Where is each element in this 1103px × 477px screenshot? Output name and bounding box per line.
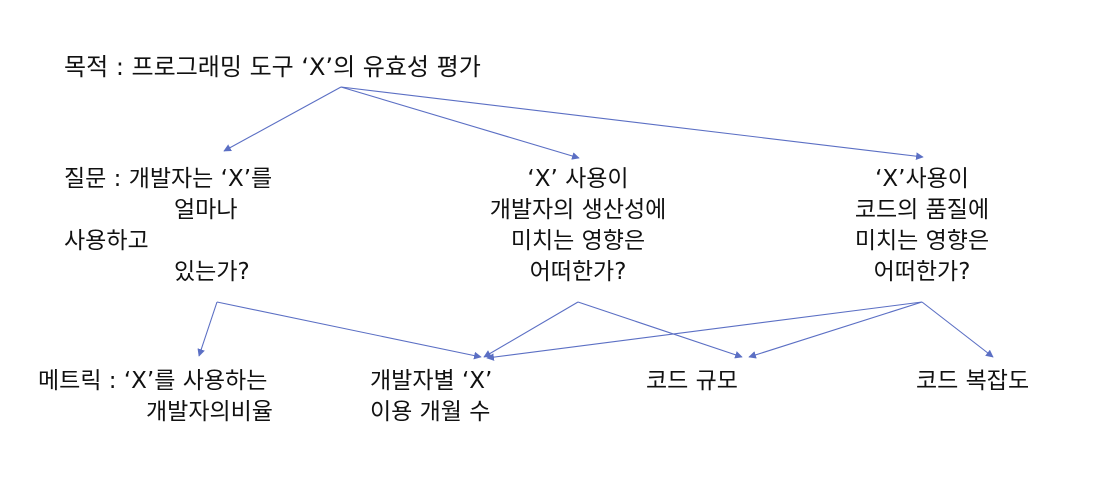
goal-text: 프로그래밍 도구 ‘X’의 유효성 평가 — [131, 53, 481, 81]
metric-1-line-1: 메트릭 : ‘X’를 사용하는 — [38, 368, 268, 394]
goal-separator: : — [115, 53, 124, 81]
metric-1-line-2: 개발자의비율 — [146, 399, 273, 425]
metric-label: 메트릭 — [38, 368, 102, 394]
edge-q3-m3 — [748, 301, 923, 359]
metric-3: 코드 규모 — [646, 368, 738, 394]
metric-1: 메트릭 : ‘X’를 사용하는 개발자의비율 — [38, 366, 273, 428]
edge-q2-m2 — [483, 301, 579, 358]
edge-q3-m2 — [486, 301, 923, 361]
question-label: 질문 — [64, 166, 107, 192]
edge-goal-q3 — [340, 86, 924, 160]
question-1-line-2: 얼마나 — [174, 197, 238, 223]
metric-2: 개발자별 ‘X’ 이용 개월 수 — [370, 368, 493, 425]
question-1: 질문 : 개발자는 ‘X’를 얼마나 사용하고 있는가? — [64, 164, 272, 288]
goal-label: 목적 — [64, 53, 109, 81]
question-1-line-1: 질문 : 개발자는 ‘X’를 — [64, 166, 273, 192]
edge-q1-m2 — [216, 301, 482, 360]
metric-4: 코드 복잡도 — [916, 368, 1030, 394]
question-2: ‘X’ 사용이 개발자의 생산성에 미치는 영향은 어떠한가? — [489, 166, 667, 285]
question-3: ‘X’사용이 코드의 품질에 미치는 영향은 어떠한가? — [854, 166, 990, 285]
edge-goal-q1 — [223, 86, 342, 152]
edge-q2-m3 — [577, 301, 743, 359]
goal-row: 목적 : 프로그래밍 도구 ‘X’의 유효성 평가 — [64, 52, 481, 83]
question-1-line-4: 있는가? — [174, 259, 250, 285]
edge-q1-m1 — [197, 301, 218, 357]
edge-goal-q2 — [340, 86, 580, 160]
metric-separator: : — [108, 368, 117, 394]
question-1-line-3: 사용하고 — [64, 228, 149, 254]
edge-q3-m4 — [921, 301, 994, 358]
question-separator: : — [113, 166, 122, 192]
